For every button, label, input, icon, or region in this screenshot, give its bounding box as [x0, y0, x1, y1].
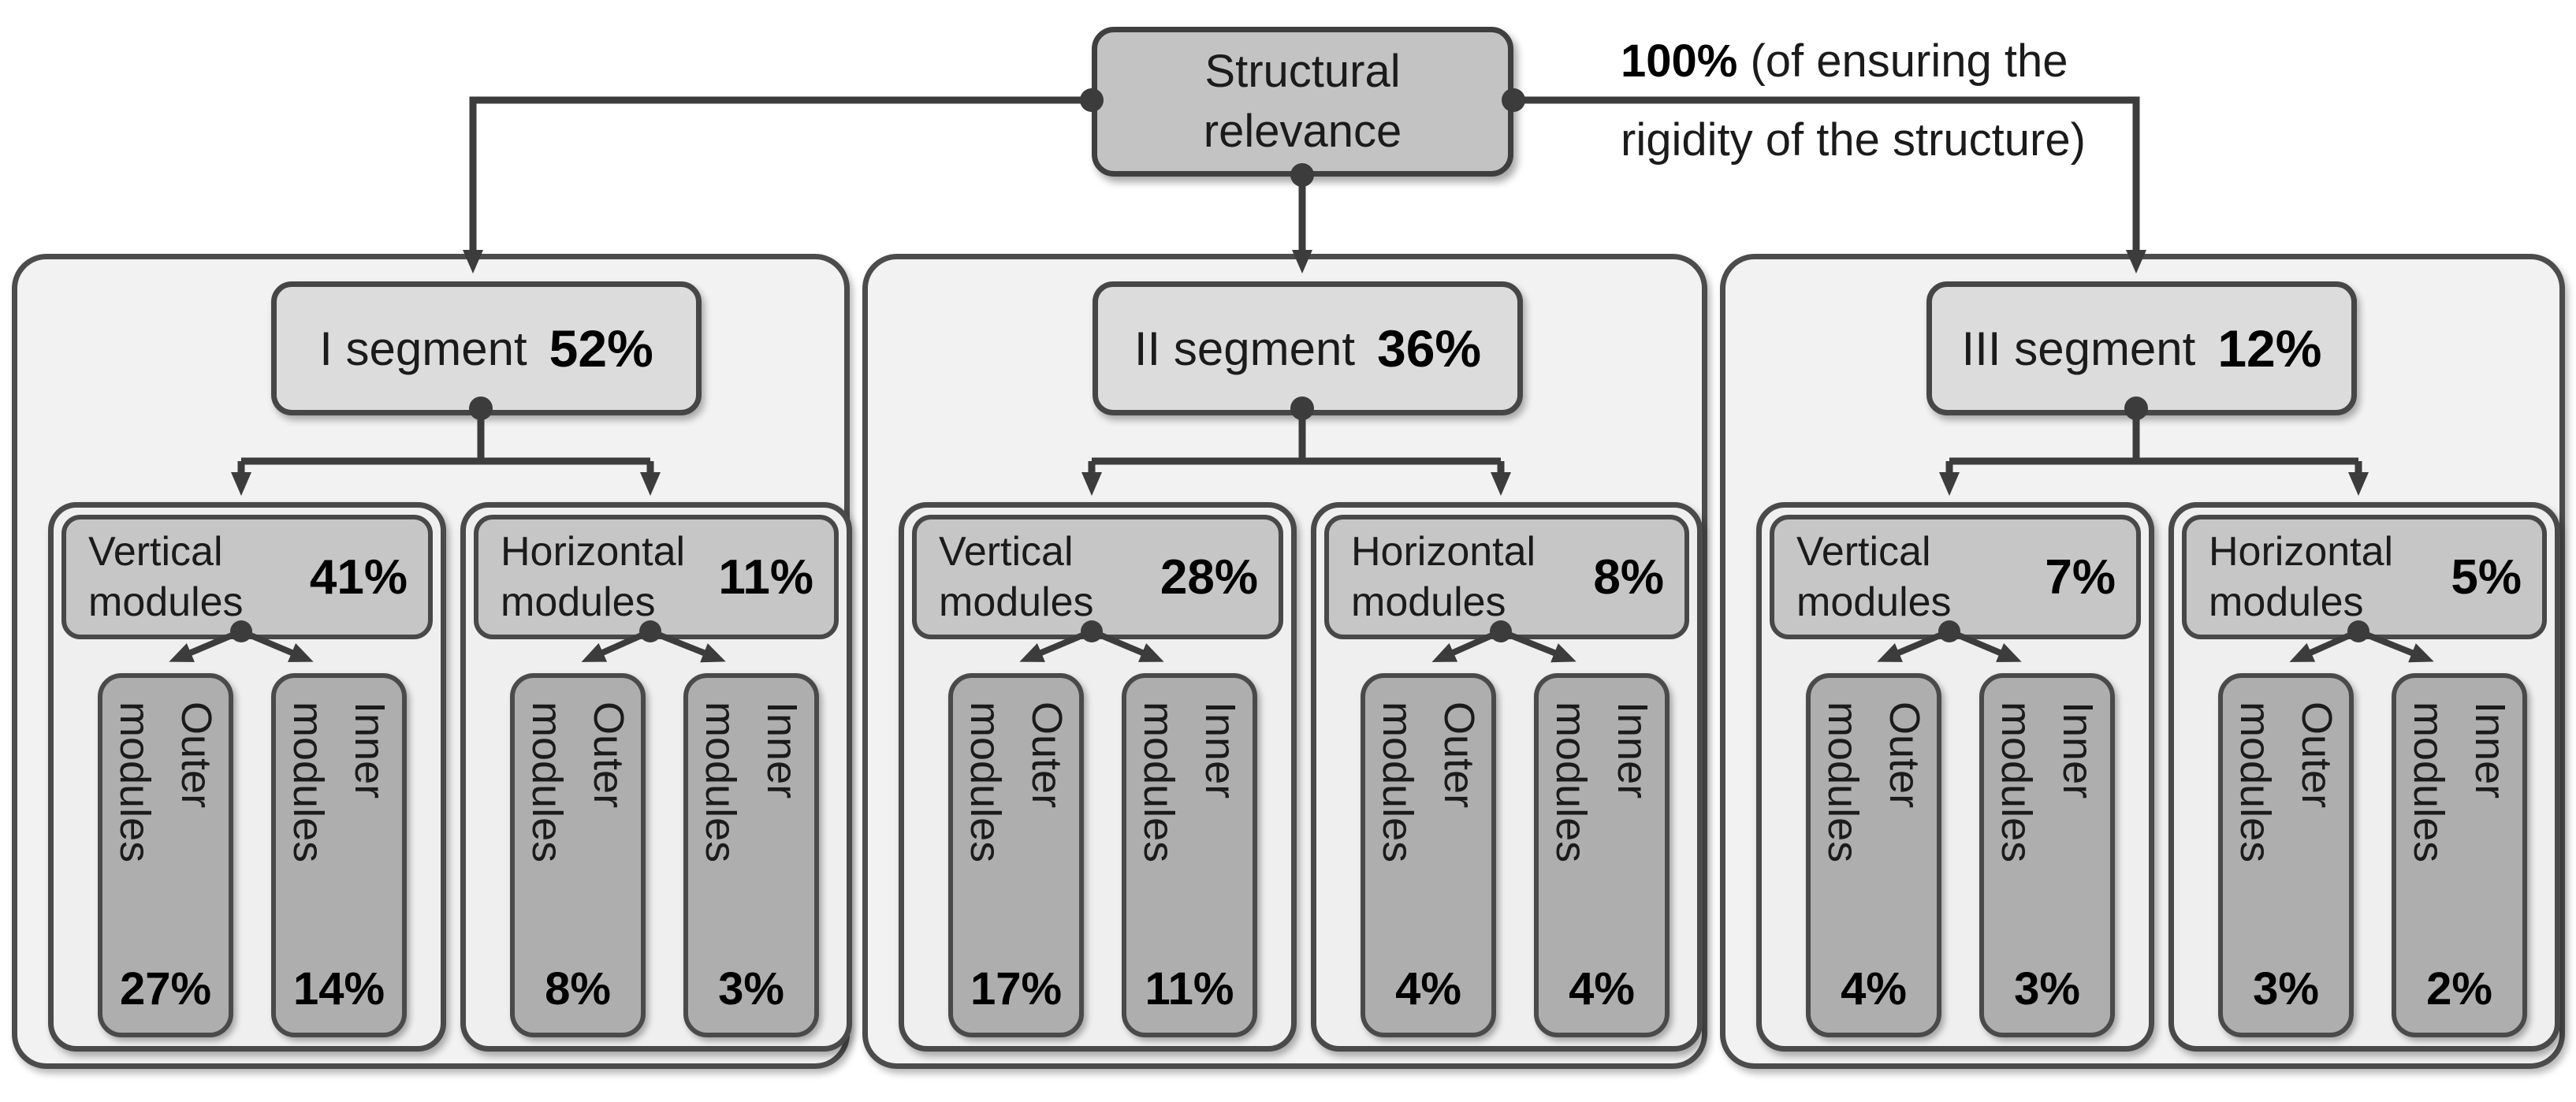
leaf-inner-modules: Inner modules 14%: [271, 673, 407, 1037]
leaf-outer-modules: Outer modules 27%: [98, 673, 233, 1037]
root-annotation-percent: 100%: [1621, 35, 1738, 87]
segment-2-vertical-group: Vertical modules 28% Outer modules 17% I…: [899, 502, 1297, 1052]
segment-2-title: II segment 36%: [1093, 281, 1523, 415]
module-label: Vertical modules: [1796, 529, 1952, 625]
module-percent: 28%: [1160, 549, 1258, 605]
module-label: Horizontal modules: [1351, 529, 1536, 625]
segment-2-vertical-title: Vertical modules 28%: [912, 515, 1283, 639]
leaf-label: Inner modules: [2405, 702, 2514, 863]
segment-1-vertical-title: Vertical modules 41%: [61, 515, 433, 639]
segment-container-2: II segment 36% Vertical modules 28% Oute…: [862, 254, 1707, 1069]
leaf-label: Inner modules: [697, 702, 806, 863]
leaf-percent: 3%: [2253, 963, 2319, 1015]
segment-3-horizontal-group: Horizontal modules 5% Outer modules 3% I…: [2168, 502, 2560, 1052]
leaf-label: Outer modules: [962, 702, 1070, 863]
segment-3-vertical-title: Vertical modules 7%: [1770, 515, 2141, 639]
leaf-label: Outer modules: [2232, 702, 2340, 863]
root-node-label: Structural relevance: [1203, 46, 1402, 157]
leaf-label: Outer modules: [1819, 702, 1928, 863]
root-annotation-line-1: 100% (of ensuring the: [1621, 22, 2086, 101]
leaf-label: Outer modules: [523, 702, 632, 863]
leaf-inner-modules: Inner modules 3%: [1979, 673, 2115, 1037]
segment-3-vertical-group: Vertical modules 7% Outer modules 4% Inn…: [1756, 502, 2154, 1052]
segment-1-label: I segment: [319, 322, 527, 375]
leaf-outer-modules: Outer modules 4%: [1361, 673, 1496, 1037]
segment-2-horizontal-group: Horizontal modules 8% Outer modules 4% I…: [1311, 502, 1703, 1052]
leaf-outer-modules: Outer modules 17%: [948, 673, 1084, 1037]
module-percent: 8%: [1593, 549, 1664, 605]
module-label: Vertical modules: [939, 529, 1094, 625]
segment-3-percent: 12%: [2217, 319, 2322, 378]
leaf-label: Outer modules: [111, 702, 220, 863]
segment-container-3: III segment 12% Vertical modules 7% Oute…: [1720, 254, 2565, 1069]
leaf-percent: 2%: [2426, 963, 2492, 1015]
module-label: Horizontal modules: [2209, 529, 2394, 625]
segment-3-label: III segment: [1961, 322, 2196, 375]
leaf-label: Inner modules: [285, 702, 393, 863]
leaf-inner-modules: Inner modules 3%: [683, 673, 819, 1037]
segment-1-percent: 52%: [549, 319, 653, 378]
module-percent: 7%: [2045, 549, 2116, 605]
segment-container-1: I segment 52% Vertical modules 41% Outer…: [12, 254, 852, 1069]
root-annotation-line-1-rest: (of ensuring the: [1737, 35, 2068, 87]
leaf-percent: 4%: [1395, 963, 1461, 1015]
leaf-label: Inner modules: [1547, 702, 1656, 863]
module-percent: 41%: [309, 549, 408, 605]
leaf-label: Inner modules: [1135, 702, 1244, 863]
segment-1-horizontal-title: Horizontal modules 11%: [474, 515, 839, 639]
leaf-label: Inner modules: [1993, 702, 2101, 863]
leaf-outer-modules: Outer modules 8%: [510, 673, 646, 1037]
leaf-inner-modules: Inner modules 2%: [2392, 673, 2527, 1037]
leaf-percent: 3%: [2014, 963, 2080, 1015]
segment-1-vertical-group: Vertical modules 41% Outer modules 27% I…: [48, 502, 446, 1052]
leaf-outer-modules: Outer modules 4%: [1806, 673, 1941, 1037]
leaf-inner-modules: Inner modules 4%: [1534, 673, 1670, 1037]
module-percent: 5%: [2451, 549, 2522, 605]
leaf-percent: 27%: [119, 963, 212, 1015]
segment-3-horizontal-title: Horizontal modules 5%: [2182, 515, 2547, 639]
segment-1-horizontal-group: Horizontal modules 11% Outer modules 8% …: [460, 502, 852, 1052]
module-label: Vertical modules: [88, 529, 244, 625]
segment-2-label: II segment: [1134, 322, 1356, 375]
leaf-percent: 8%: [545, 963, 611, 1015]
segment-3-title: III segment 12%: [1926, 281, 2357, 415]
leaf-percent: 4%: [1569, 963, 1635, 1015]
segment-2-percent: 36%: [1377, 319, 1482, 378]
leaf-percent: 4%: [1841, 963, 1907, 1015]
leaf-percent: 17%: [970, 963, 1063, 1015]
module-percent: 11%: [718, 549, 813, 605]
module-label: Horizontal modules: [501, 529, 686, 625]
leaf-percent: 14%: [292, 963, 385, 1015]
leaf-percent: 3%: [718, 963, 784, 1015]
leaf-inner-modules: Inner modules 11%: [1122, 673, 1257, 1037]
segment-2-horizontal-title: Horizontal modules 8%: [1324, 515, 1689, 639]
leaf-outer-modules: Outer modules 3%: [2218, 673, 2354, 1037]
leaf-percent: 11%: [1145, 963, 1234, 1015]
root-annotation: 100% (of ensuring the rigidity of the st…: [1621, 22, 2086, 180]
segment-1-title: I segment 52%: [271, 281, 702, 415]
leaf-label: Outer modules: [1374, 702, 1483, 863]
root-annotation-line-2: rigidity of the structure): [1621, 114, 2086, 166]
root-node: Structural relevance: [1092, 27, 1513, 177]
